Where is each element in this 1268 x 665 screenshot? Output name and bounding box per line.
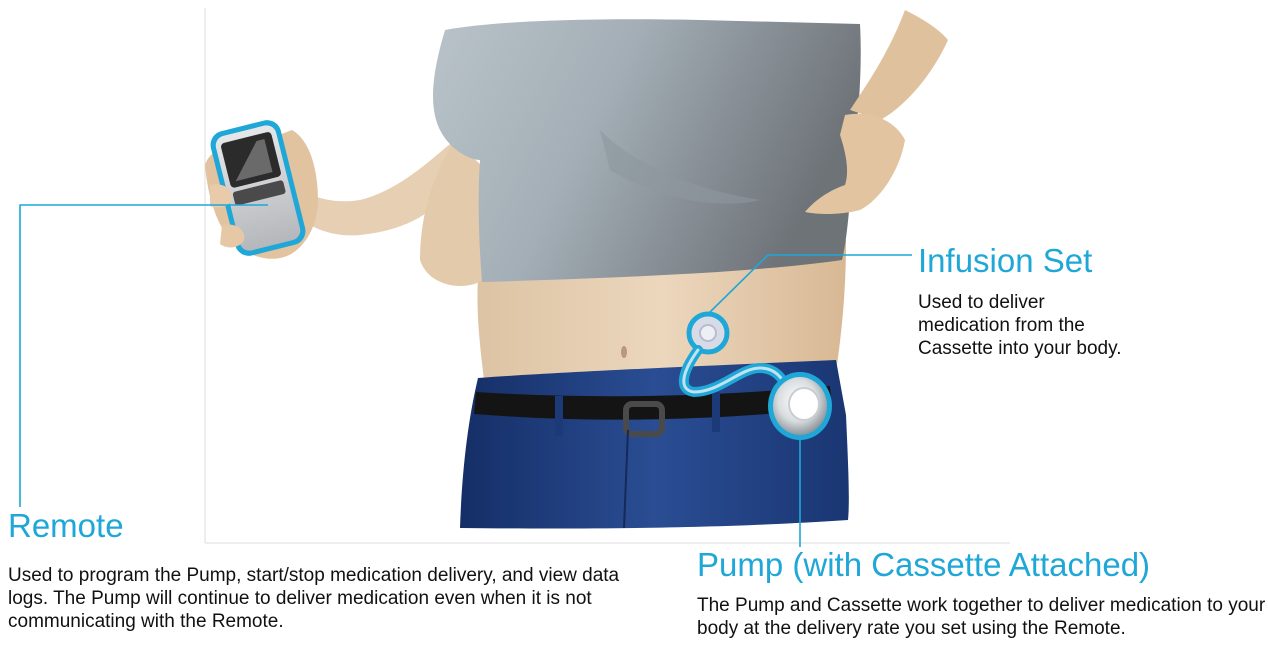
remote-leader-line	[20, 205, 268, 507]
navel	[621, 346, 627, 358]
infusion-set-title: Infusion Set	[918, 243, 1092, 279]
pump-title: Pump (with Cassette Attached)	[697, 547, 1150, 583]
pump-description: The Pump and Cassette work together to d…	[697, 594, 1267, 640]
pump-device	[768, 372, 832, 440]
shirt	[433, 19, 861, 282]
belt-loop-right	[712, 392, 720, 432]
remote-title: Remote	[8, 508, 124, 544]
right-forearm	[850, 10, 948, 120]
infusion-set-description: Used to deliver medication from the Cass…	[918, 291, 1128, 360]
remote-description: Used to program the Pump, start/stop med…	[8, 564, 648, 633]
belt-loop-left	[555, 396, 563, 436]
